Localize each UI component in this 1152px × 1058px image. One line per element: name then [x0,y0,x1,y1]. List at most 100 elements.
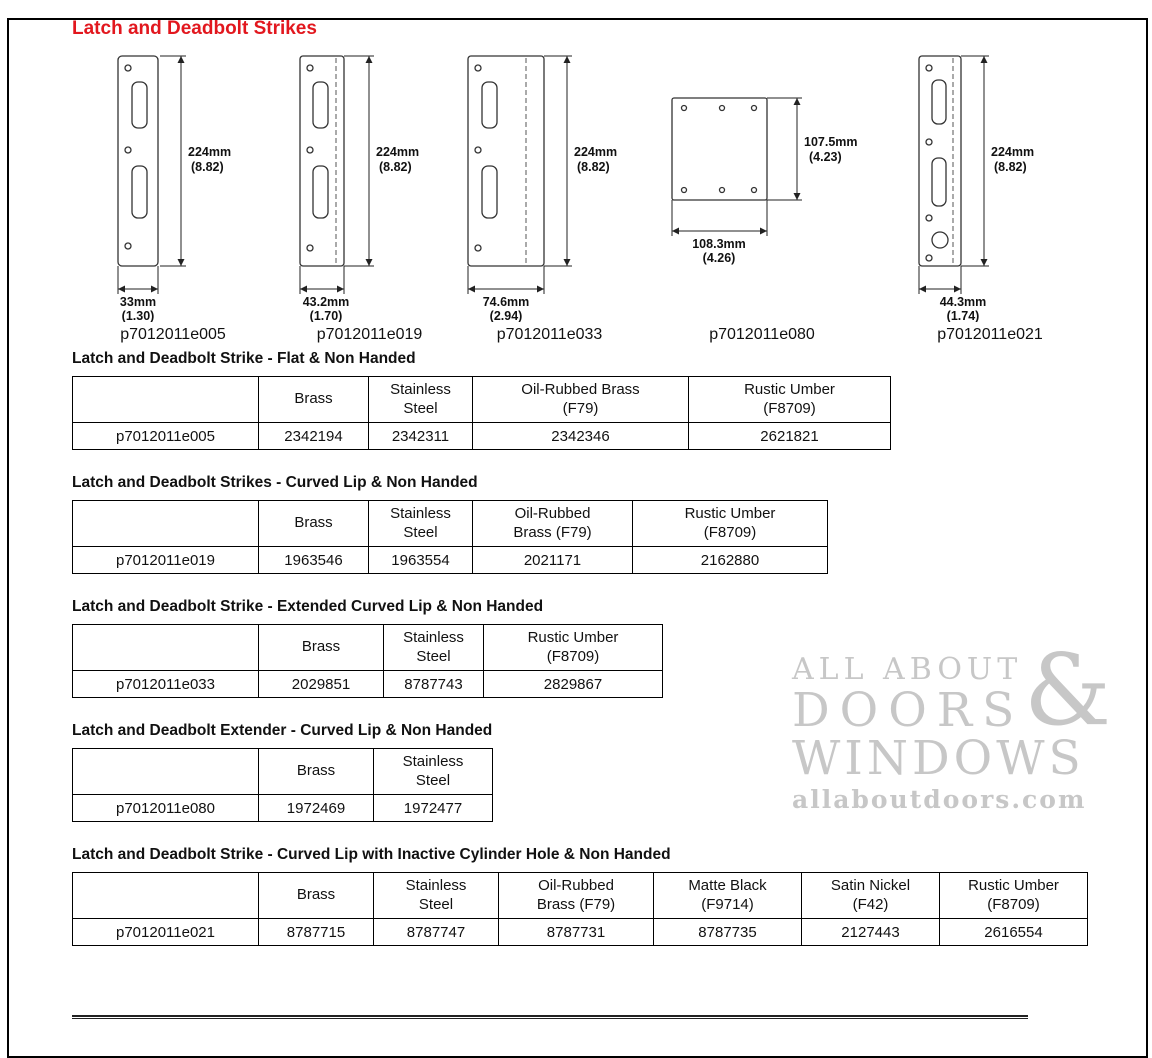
height-dimension-inches: (8.82) [379,160,412,174]
header-matte-black: Matte Black (F9714) [653,872,802,919]
header-brass: Brass [258,748,374,795]
header-row: Brass Stainless Steel Oil-Rubbed Brass (… [72,500,828,547]
screw-hole [750,104,758,112]
sku-cell: 1972477 [373,794,493,822]
sku-cell: 2342346 [472,422,689,450]
screw-hole [925,214,933,222]
strike-plate-drawing: 224mm (8.82) 44.3mm (1.74) [918,55,1034,322]
header-stainless-steel: Stainless Steel [368,500,473,547]
screw-hole [925,64,933,72]
diagram-e021: 224mm (8.82) 44.3mm (1.74) p7012011e021 [905,50,1075,344]
pricing-table-e005: Brass Stainless Steel Oil-Rubbed Brass (… [72,376,891,450]
screw-hole [474,244,482,252]
header-satin-nickel: Satin Nickel (F42) [801,872,940,919]
sku-cell: 2029851 [258,670,384,698]
section-inactive-cylinder-hole: Latch and Deadbolt Strike - Curved Lip w… [72,846,1152,946]
width-dimension-inches: (1.30) [122,309,155,322]
part-number-cell: p7012011e019 [72,546,259,574]
pricing-table-e080: Brass Stainless Steel p7012011e080 19724… [72,748,493,822]
header-oil-rubbed-brass: Oil-Rubbed Brass (F79) [472,500,633,547]
diagram-e033: 224mm (8.82) 74.6mm (2.94) p7012011e033 [462,50,637,344]
section-heading: Latch and Deadbolt Extender - Curved Lip… [72,722,493,739]
strike-plate-drawing: 224mm (8.82) 74.6mm (2.94) [467,55,617,322]
pricing-table-e021: Brass Stainless Steel Oil-Rubbed Brass (… [72,872,1088,946]
corner-cell [72,500,259,547]
header-oil-rubbed-brass: Oil-Rubbed Brass (F79) [472,376,689,423]
latch-slot [131,81,148,129]
section-heading: Latch and Deadbolt Strike - Curved Lip w… [72,846,671,863]
diagram-e019: 224mm (8.82) 43.2mm (1.70) p7012011e019 [282,50,457,344]
plate-outline [299,55,345,267]
screw-hole [124,146,132,154]
screw-hole [718,186,726,194]
strike-plate-drawing: 224mm (8.82) 43.2mm (1.70) [299,55,419,322]
pricing-table-e019: Brass Stainless Steel Oil-Rubbed Brass (… [72,500,828,574]
screw-hole [474,64,482,72]
screw-hole [680,186,688,194]
screw-hole [718,104,726,112]
sku-cell: 1963546 [258,546,369,574]
part-number: p7012011e033 [496,326,603,343]
sku-cell: 2127443 [801,918,940,946]
diagram-row: 224mm (8.82) 33mm (1.30) p7012011e005 [0,50,1152,346]
watermark-url-text: allaboutdoors.com [792,785,1087,815]
sku-cell: 2616554 [939,918,1088,946]
part-number-cell: p7012011e080 [72,794,259,822]
sku-cell: 1963554 [368,546,473,574]
screw-hole [306,244,314,252]
latch-slot [481,81,498,129]
latch-slot [931,79,947,125]
screw-hole [925,138,933,146]
header-row: Brass Stainless Steel Rustic Umber (F870… [72,624,663,671]
plate-outline [671,97,768,201]
sku-cell: 2342194 [258,422,369,450]
part-number-cell: p7012011e033 [72,670,259,698]
section-curved-lip: Latch and Deadbolt Strikes - Curved Lip … [72,474,1152,574]
section-extended-curved-lip: Latch and Deadbolt Strike - Extended Cur… [72,598,1152,698]
width-dimension-inches: (1.70) [310,309,343,322]
sku-cell: 8787743 [383,670,484,698]
section-heading: Latch and Deadbolt Strike - Extended Cur… [72,598,544,615]
screw-hole [306,64,314,72]
header-stainless-steel: Stainless Steel [373,748,493,795]
sku-cell: 2021171 [472,546,633,574]
width-dimension-inches: (2.94) [490,309,523,322]
plate-outline [117,55,159,267]
table-row: p7012011e080 1972469 1972477 [72,794,493,822]
header-rustic-umber: Rustic Umber (F8709) [688,376,891,423]
part-number: p7012011e019 [316,326,423,343]
header-oil-rubbed-brass: Oil-Rubbed Brass (F79) [498,872,654,919]
part-number: p7012011e005 [120,326,226,343]
strike-plate-drawing: 224mm (8.82) 33mm (1.30) [117,55,231,322]
header-rustic-umber: Rustic Umber (F8709) [632,500,828,547]
diagram-e005: 224mm (8.82) 33mm (1.30) p7012011e005 [88,50,258,344]
table-row: p7012011e021 8787715 8787747 8787731 878… [72,918,1088,946]
height-dimension-inches: (4.23) [809,150,842,164]
screw-hole [306,146,314,154]
section-heading: Latch and Deadbolt Strike - Flat & Non H… [72,350,416,367]
section-heading: Latch and Deadbolt Strikes - Curved Lip … [72,474,478,491]
width-dimension-label: 43.2mm [303,295,350,309]
sku-cell: 2342311 [368,422,473,450]
width-dimension-label: 74.6mm [483,295,530,309]
table-row: p7012011e005 2342194 2342311 2342346 262… [72,422,891,450]
header-row: Brass Stainless Steel Oil-Rubbed Brass (… [72,376,891,423]
diagram-e080: 107.5mm (4.23) 108.3mm (4.26) p7012011e0… [652,50,872,344]
sku-cell: 8787735 [653,918,802,946]
height-dimension-label: 107.5mm [804,135,858,149]
screw-hole [680,104,688,112]
corner-cell [72,748,259,795]
watermark-windows-text: WINDOWS [792,731,1085,786]
part-number-cell: p7012011e021 [72,918,259,946]
watermark-doors-text: DOORS [792,683,1025,738]
pricing-table-e033: Brass Stainless Steel Rustic Umber (F870… [72,624,663,698]
table-row: p7012011e033 2029851 8787743 2829867 [72,670,663,698]
screw-hole [124,64,132,72]
width-dimension-label: 108.3mm [692,237,746,251]
width-dimension-inches: (1.74) [947,309,980,322]
latch-slot [131,165,148,219]
header-stainless-steel: Stainless Steel [383,624,484,671]
sku-cell: 2621821 [688,422,891,450]
section-flat-non-handed: Latch and Deadbolt Strike - Flat & Non H… [72,350,1152,450]
height-dimension-label: 224mm [376,145,419,159]
